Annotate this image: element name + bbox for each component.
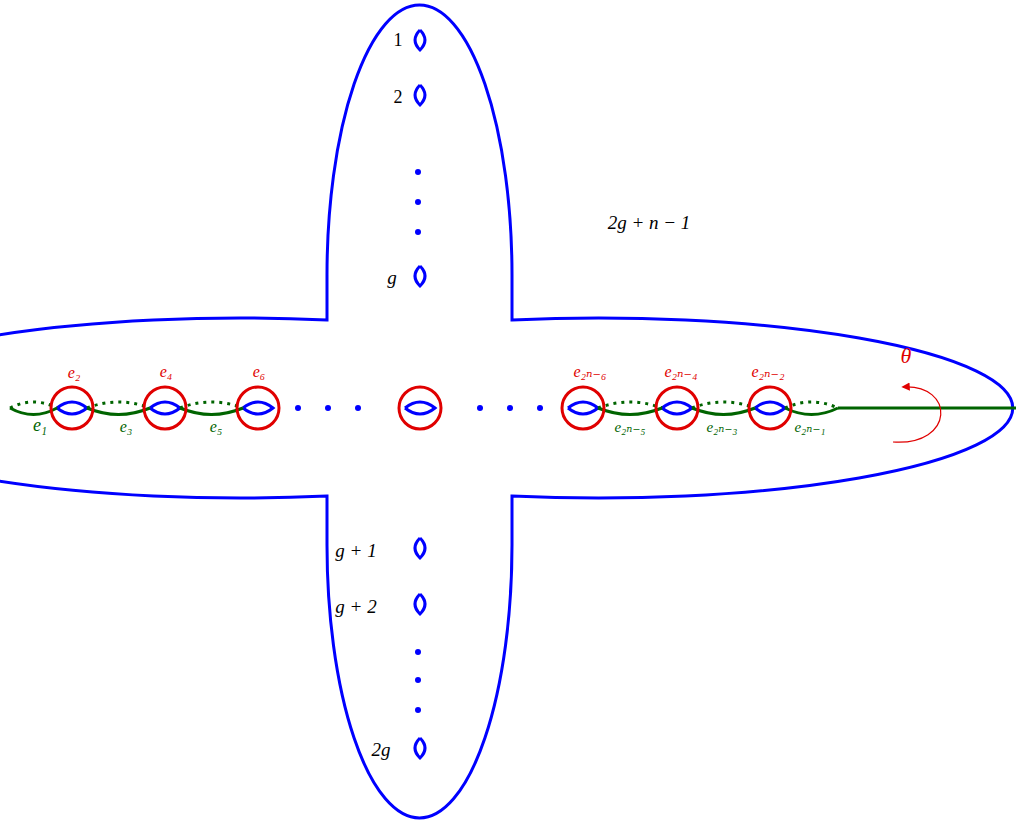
curve-label: e₂ₙ₋₃ [706, 420, 737, 435]
red-circle [237, 387, 279, 429]
curve-label: e₃ [120, 419, 133, 435]
curve-label: e₂ₙ₋₆ [573, 364, 606, 380]
curve-segment [415, 266, 425, 286]
curve-segment [87, 408, 150, 415]
curve-segment [405, 402, 435, 414]
curve-segment [598, 408, 662, 415]
ellipsis-dots [295, 169, 543, 713]
curve-segment [662, 402, 692, 414]
curve-segment [598, 402, 662, 408]
curve-segment [415, 594, 425, 614]
curve-label: e₂ₙ₋₂ [751, 364, 784, 380]
curve-label: e₂ [68, 365, 81, 381]
curve-label: e₂ₙ₋₄ [664, 364, 697, 380]
curve-segment [415, 738, 425, 758]
rotation-label: θ [901, 345, 912, 367]
curve-segment [755, 402, 785, 414]
hole-index-label: 2g + n − 1 [608, 213, 691, 232]
genus-holes [57, 30, 785, 758]
curve-segment [838, 407, 1016, 410]
curve-segment [415, 538, 425, 558]
hole-index-label: 2 [394, 88, 403, 106]
hole-index-label: g [387, 268, 397, 287]
curve-label: e₄ [160, 364, 173, 380]
hole-index-label: g + 1 [335, 541, 376, 560]
hole-index-label: 2g [372, 740, 391, 759]
curve-segment [180, 408, 243, 415]
curve-label: e₂ₙ₋₁ [794, 420, 825, 435]
curve-segment [180, 402, 243, 408]
curve-label: e₁ [33, 416, 47, 434]
red-circles [51, 387, 791, 429]
red-circle [51, 387, 93, 429]
surface-outline [0, 5, 1013, 818]
red-circle [562, 387, 604, 429]
red-circle [144, 387, 186, 429]
curve-segment [692, 402, 755, 408]
red-circle [656, 387, 698, 429]
curve-segment [87, 402, 150, 408]
curve-segment [415, 85, 425, 105]
curve-segment [568, 402, 598, 414]
curve-segment [785, 402, 838, 408]
curve-segment [692, 408, 755, 415]
hole-index-label: g + 2 [335, 597, 376, 616]
rotation-arrow [893, 387, 941, 442]
curve-segment [150, 402, 180, 414]
curve-label: e₅ [210, 419, 223, 435]
curve-segment [243, 402, 273, 414]
hole-index-label: 1 [394, 31, 403, 49]
green-curves [10, 402, 1016, 415]
curve-label: e₂ₙ₋₅ [614, 420, 645, 435]
curve-label: e₆ [253, 364, 266, 380]
curve-segment [57, 402, 87, 414]
curve-segment [415, 30, 425, 50]
red-circle [749, 387, 791, 429]
curve-segment [785, 408, 838, 415]
red-circle [399, 387, 441, 429]
